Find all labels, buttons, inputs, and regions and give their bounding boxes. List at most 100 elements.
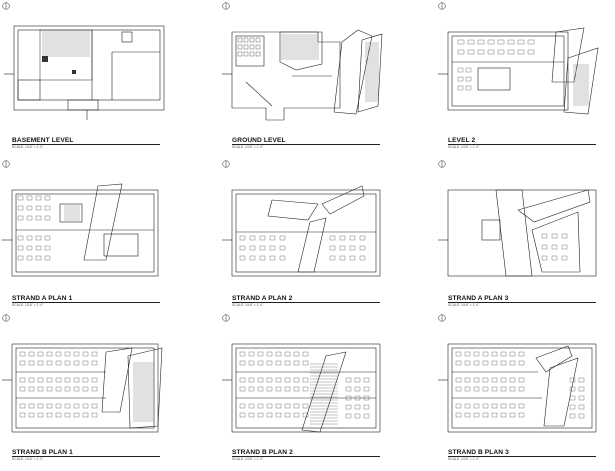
plan-detail bbox=[26, 205, 33, 211]
plan-detail bbox=[44, 215, 51, 221]
plan-detail bbox=[237, 44, 243, 50]
plan-detail bbox=[55, 403, 62, 409]
plan-detail bbox=[509, 386, 516, 392]
plan-detail bbox=[339, 255, 346, 261]
plan-detail bbox=[284, 360, 291, 366]
plan-detail bbox=[500, 360, 507, 366]
plan-detail bbox=[467, 49, 475, 55]
plan-detail bbox=[269, 235, 276, 241]
panel-strand-b-plan-2: STRAND B PLAN 2 SCALE: 1/16" = 1'-0" bbox=[222, 314, 422, 471]
plan-detail bbox=[239, 403, 246, 409]
plan-detail bbox=[82, 412, 89, 418]
plan-detail bbox=[259, 245, 266, 251]
plan-detail bbox=[239, 360, 246, 366]
plan-detail bbox=[284, 412, 291, 418]
plan-detail bbox=[363, 395, 370, 401]
plan-detail bbox=[46, 403, 53, 409]
plan-detail bbox=[17, 205, 24, 211]
basement-plan-drawing bbox=[4, 25, 165, 120]
north-arrow-icon bbox=[222, 160, 230, 168]
plan-detail bbox=[279, 245, 286, 251]
plan-detail bbox=[457, 76, 464, 82]
plan-detail bbox=[363, 377, 370, 383]
plan-detail bbox=[275, 386, 282, 392]
plan-detail bbox=[354, 377, 361, 383]
plan-detail bbox=[518, 351, 525, 357]
scale-note: SCALE: 1/16" = 1'-0" bbox=[448, 303, 480, 307]
plan-detail bbox=[500, 403, 507, 409]
plan-detail bbox=[17, 215, 24, 221]
plan-detail bbox=[457, 49, 465, 55]
panel-strand-a-plan-2: STRAND A PLAN 2 SCALE: 1/16" = 1'-0" bbox=[222, 160, 422, 317]
plan-detail bbox=[55, 377, 62, 383]
plan-detail bbox=[44, 235, 51, 241]
plan-detail bbox=[19, 360, 26, 366]
plan-detail bbox=[500, 412, 507, 418]
plan-detail bbox=[293, 360, 300, 366]
plan-detail bbox=[255, 44, 261, 50]
plan-detail bbox=[345, 377, 352, 383]
plan-detail bbox=[455, 351, 462, 357]
plan-detail bbox=[497, 39, 505, 45]
plan-detail bbox=[293, 386, 300, 392]
plan-detail bbox=[257, 377, 264, 383]
plan-detail bbox=[248, 403, 255, 409]
plan-detail bbox=[561, 244, 568, 250]
plan-detail bbox=[517, 39, 525, 45]
plan-detail bbox=[37, 351, 44, 357]
plan-detail bbox=[518, 403, 525, 409]
plan-detail bbox=[279, 255, 286, 261]
scale-note: SCALE: 1/16" = 1'-0" bbox=[12, 303, 44, 307]
plan-detail bbox=[249, 235, 256, 241]
plan-detail bbox=[345, 404, 352, 410]
plan-detail bbox=[455, 386, 462, 392]
plan-detail bbox=[37, 377, 44, 383]
plan-detail bbox=[275, 360, 282, 366]
plan-detail bbox=[248, 351, 255, 357]
panel-title: STRAND B PLAN 2 bbox=[232, 449, 293, 456]
plan-detail bbox=[46, 351, 53, 357]
plan-detail bbox=[255, 37, 261, 43]
plan-detail bbox=[239, 351, 246, 357]
title-underline bbox=[12, 456, 160, 457]
plan-detail bbox=[55, 360, 62, 366]
plan-detail bbox=[578, 386, 585, 392]
plan-detail bbox=[518, 386, 525, 392]
plan-detail bbox=[248, 386, 255, 392]
plan-detail bbox=[275, 377, 282, 383]
plan-detail bbox=[237, 51, 243, 57]
plan-detail bbox=[275, 351, 282, 357]
plan-detail bbox=[255, 51, 261, 57]
panel-title: STRAND B PLAN 3 bbox=[448, 449, 509, 456]
plan-detail bbox=[359, 245, 366, 251]
plan-detail bbox=[279, 235, 286, 241]
plan-detail bbox=[457, 67, 464, 73]
plan-detail bbox=[541, 233, 548, 239]
plan-detail bbox=[363, 386, 370, 392]
plan-detail bbox=[239, 377, 246, 383]
plan-detail bbox=[46, 377, 53, 383]
plan-detail bbox=[345, 386, 352, 392]
plan-detail bbox=[561, 233, 568, 239]
plan-detail bbox=[55, 351, 62, 357]
plan-detail bbox=[249, 51, 255, 57]
plan-detail bbox=[329, 235, 336, 241]
plan-detail bbox=[17, 245, 24, 251]
title-underline bbox=[12, 144, 160, 145]
panel-title: BASEMENT LEVEL bbox=[12, 137, 74, 144]
plan-detail bbox=[465, 76, 472, 82]
plan-detail bbox=[518, 377, 525, 383]
scale-note: SCALE: 1/16" = 1'-0" bbox=[448, 457, 480, 461]
plan-detail bbox=[248, 377, 255, 383]
plan-detail bbox=[509, 377, 516, 383]
plan-detail bbox=[46, 360, 53, 366]
plan-detail bbox=[19, 403, 26, 409]
plan-detail bbox=[266, 403, 273, 409]
plan-detail bbox=[473, 403, 480, 409]
plan-detail bbox=[35, 245, 42, 251]
plan-detail bbox=[457, 39, 465, 45]
plan-detail bbox=[28, 377, 35, 383]
north-arrow-icon bbox=[222, 314, 230, 322]
plan-detail bbox=[464, 412, 471, 418]
